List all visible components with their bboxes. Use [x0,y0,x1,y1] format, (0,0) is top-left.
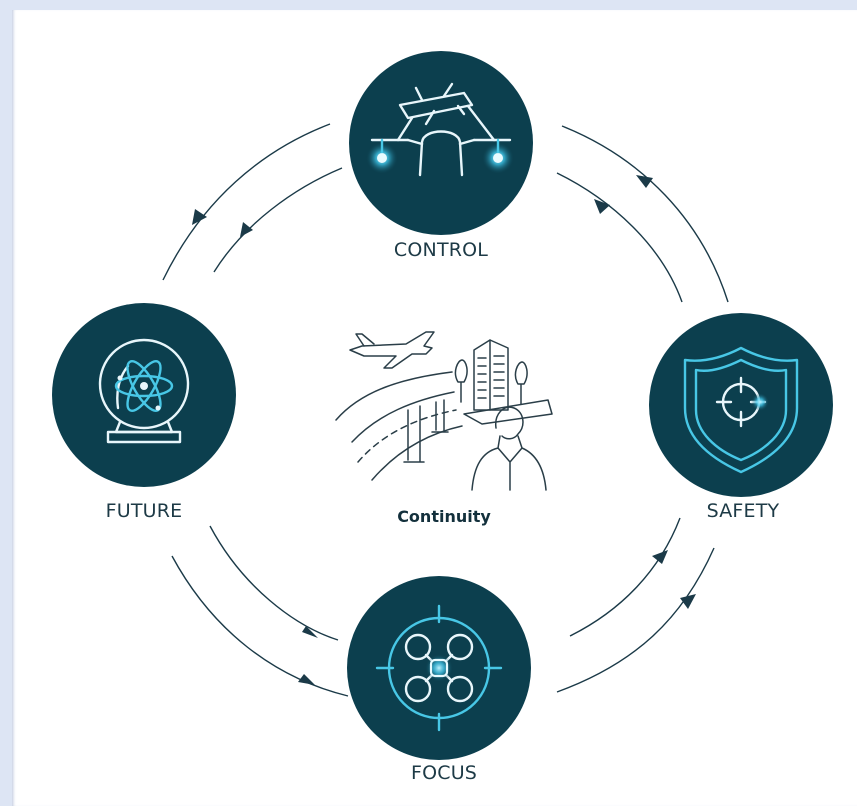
shield-target-icon [683,346,799,474]
safety-label: SAFETY [707,500,780,522]
arcs-bottom-left [171,525,349,697]
arrow-inner-top-left [240,222,253,237]
focus-label: FOCUS [411,762,477,784]
traveler-icon [471,406,547,491]
arcs-top-right [556,125,729,303]
control-label: CONTROL [394,239,488,261]
quadcopter-crosshair-icon [375,604,503,732]
node-future: FUTURE [52,303,236,522]
tethered-drone-icon [366,82,514,177]
arcs-top-left [162,123,343,281]
arrow-inner-bottom-right [652,550,668,564]
arcs-bottom-right [556,517,715,693]
airport-city-traveler-illustration [335,331,553,491]
cycle-diagram: CONTROL SAFETY FOCUS [52,51,833,784]
control-circle [349,51,533,235]
arrow-outer-top-left [192,209,207,225]
safety-circle [649,313,833,497]
node-focus: FOCUS [347,576,531,784]
center-illustration: Continuity [335,331,553,526]
future-label: FUTURE [106,500,183,522]
diagram-frame: CONTROL SAFETY FOCUS [12,10,857,806]
node-safety: SAFETY [649,313,833,522]
arrow-outer-top-right [636,175,653,188]
arrow-outer-bottom-left [298,674,315,685]
building-icon [463,339,553,425]
arrow-inner-top-right [594,199,610,214]
node-control: CONTROL [349,51,533,261]
arrow-outer-bottom-right [680,594,696,609]
arrow-inner-bottom-left [302,626,318,638]
airplane-icon [349,331,435,369]
crystal-ball-atom-icon [98,338,190,444]
center-label: Continuity [397,507,491,526]
